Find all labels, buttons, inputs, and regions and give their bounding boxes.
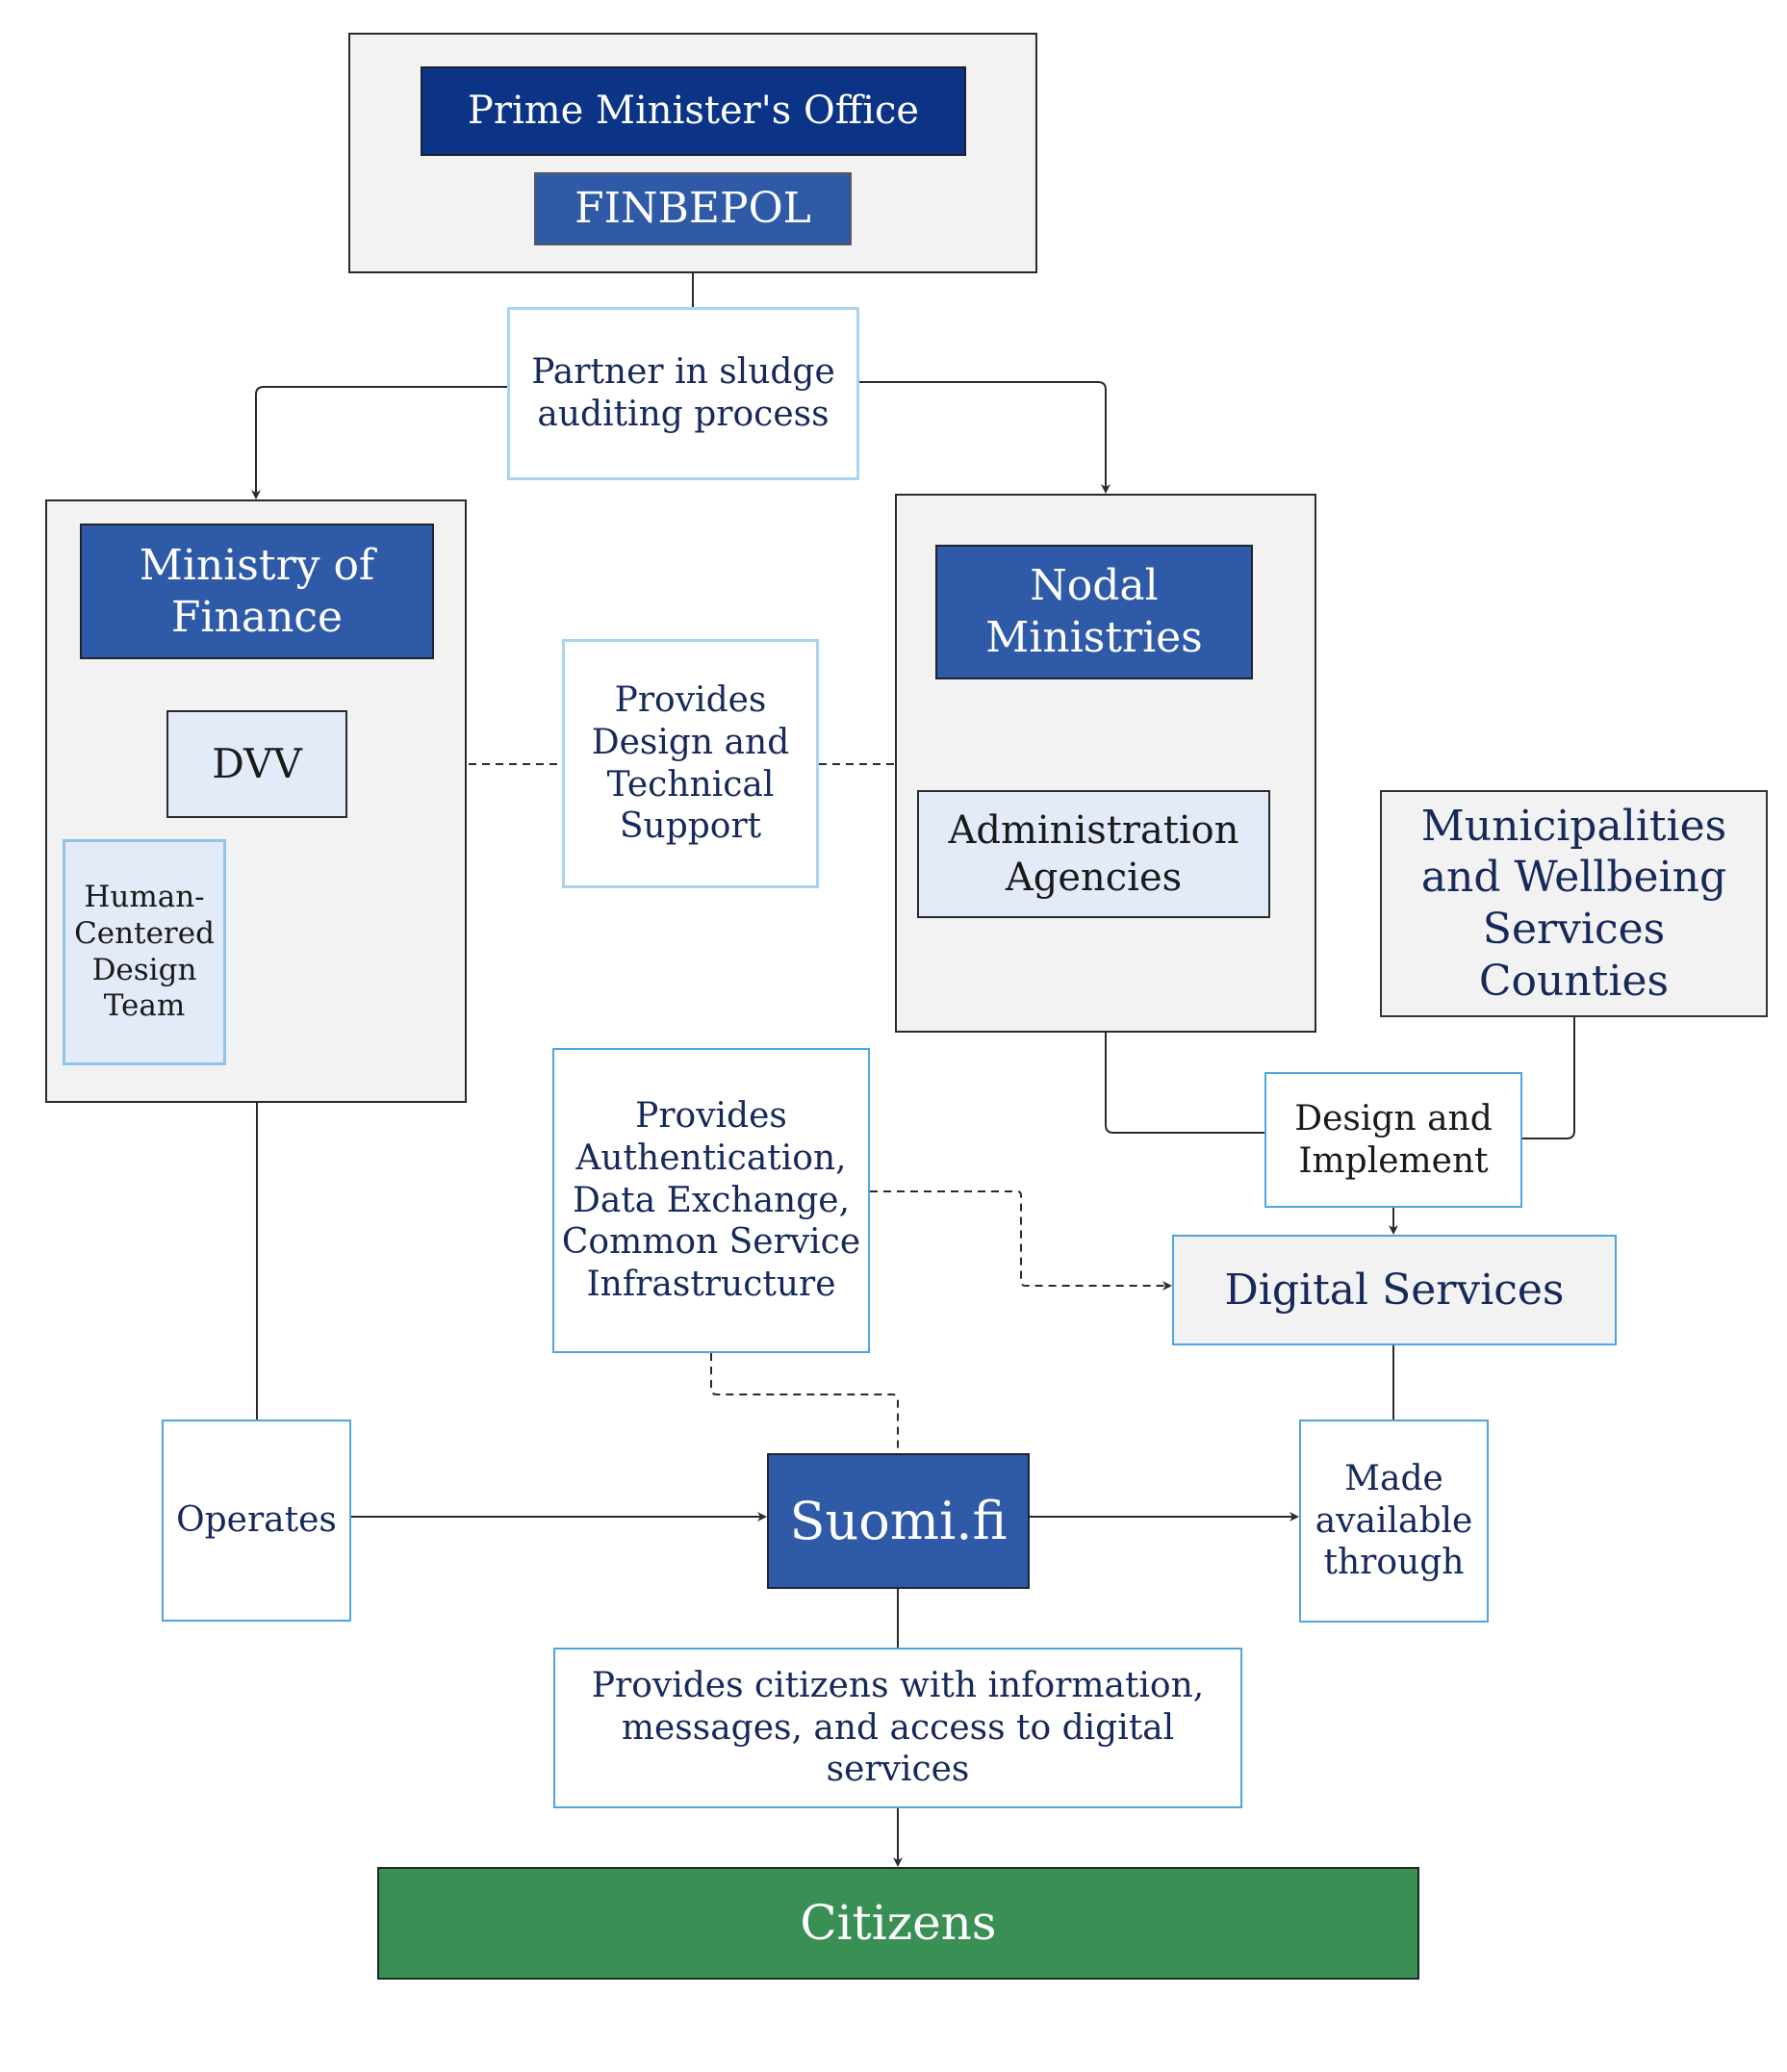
made-available-label: Made available through	[1315, 1458, 1473, 1583]
municipalities-node[interactable]: Municipalities and Wellbeing Services Co…	[1380, 790, 1768, 1017]
digital-services-node[interactable]: Digital Services	[1172, 1235, 1617, 1345]
suomi-label: Suomi.fi	[789, 1490, 1008, 1551]
edge-auth-suomi	[710, 1353, 899, 1453]
finbepol-node[interactable]: FINBEPOL	[534, 172, 852, 245]
citizens-node[interactable]: Citizens	[377, 1867, 1419, 1980]
hcd-label: Human- Centered Design Team	[74, 879, 215, 1024]
edge-municipalities-design-implement	[1522, 1017, 1575, 1139]
provides-citizens-label: Provides citizens with information, mess…	[591, 1665, 1205, 1790]
provides-citizens-label-box: Provides citizens with information, mess…	[553, 1648, 1242, 1808]
auth-label-box: Provides Authentication, Data Exchange, …	[552, 1048, 870, 1353]
operates-label-box: Operates	[162, 1420, 351, 1622]
dvv-label: DVV	[212, 740, 302, 788]
admin-label: Administration Agencies	[948, 807, 1239, 900]
nodal-label: Nodal Ministries	[985, 561, 1203, 662]
admin-node[interactable]: Administration Agencies	[917, 790, 1270, 918]
mof-node[interactable]: Ministry of Finance	[80, 524, 434, 659]
pmo-node[interactable]: Prime Minister's Office	[421, 66, 966, 156]
digital-services-label: Digital Services	[1224, 1265, 1565, 1315]
pmo-label: Prime Minister's Office	[467, 89, 920, 134]
partner-label: Partner in sludge auditing process	[531, 352, 835, 434]
finbepol-label: FINBEPOL	[574, 184, 811, 234]
design-implement-label: Design and Implement	[1294, 1098, 1493, 1181]
citizens-label: Citizens	[800, 1895, 997, 1951]
operates-label: Operates	[176, 1500, 337, 1541]
design-support-label-box: Provides Design and Technical Support	[562, 639, 819, 888]
auth-label: Provides Authentication, Data Exchange, …	[561, 1095, 861, 1305]
dvv-node[interactable]: DVV	[166, 710, 347, 818]
municipalities-label: Municipalities and Wellbeing Services Co…	[1420, 801, 1727, 1006]
suomi-node[interactable]: Suomi.fi	[767, 1453, 1030, 1589]
nodal-node[interactable]: Nodal Ministries	[935, 545, 1253, 679]
partner-label-box: Partner in sludge auditing process	[507, 307, 859, 480]
made-available-label-box: Made available through	[1299, 1420, 1489, 1623]
hcd-node[interactable]: Human- Centered Design Team	[63, 839, 226, 1065]
edge-partner-nodal	[859, 381, 1110, 494]
mof-label: Ministry of Finance	[139, 540, 375, 642]
edge-nodal-design-implement	[1105, 1033, 1264, 1134]
edge-partner-mof	[251, 386, 507, 499]
design-support-label: Provides Design and Technical Support	[591, 679, 790, 847]
edge-auth-digital	[870, 1190, 1172, 1291]
design-implement-label-box: Design and Implement	[1264, 1072, 1522, 1208]
